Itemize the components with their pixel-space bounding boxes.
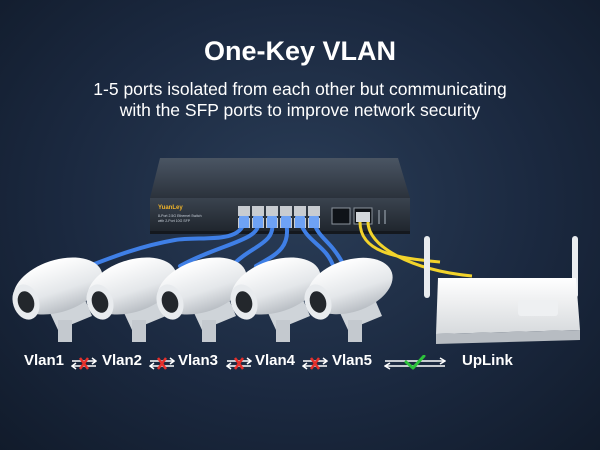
switch-model-line1: 8-Port 2.5G Ethernet Switch: [158, 214, 202, 218]
status-led: [378, 210, 380, 224]
uplink-router: [424, 236, 580, 344]
subtitle-line-1: 1-5 ports isolated from each other but c…: [93, 79, 507, 99]
security-camera-1: [12, 257, 103, 342]
sfp-ports: [331, 207, 373, 225]
red-x-icon: [149, 357, 175, 370]
red-x-icon: [226, 357, 252, 370]
network-switch: YuanLey 8-Port 2.5G Ethernet Switch with…: [150, 158, 410, 234]
vlan-legend-row: Vlan1 Vlan2 Vlan3 Vlan4: [0, 352, 600, 376]
uplink-label: UpLink: [462, 352, 513, 369]
vlan1-label: Vlan1: [24, 352, 65, 369]
security-camera-4: [230, 257, 321, 342]
green-check-icon: [384, 355, 446, 370]
security-camera-2: [86, 257, 177, 342]
switch-brand: YuanLey: [158, 205, 183, 211]
subtitle: 1-5 ports isolated from each other but c…: [0, 79, 600, 121]
security-camera-3: [156, 257, 247, 342]
security-camera-5: [304, 257, 393, 342]
vlan4-label: Vlan4: [255, 352, 296, 369]
red-x-icon: [71, 357, 97, 370]
switch-model-line2: with 2-Port 10G SFP: [158, 219, 191, 223]
page-title: One-Key VLAN: [203, 36, 397, 66]
red-x-icon: [302, 357, 328, 370]
cable-connectors: [239, 216, 319, 228]
vlan3-label: Vlan3: [178, 352, 219, 369]
vlan5-label: Vlan5: [332, 352, 373, 369]
vlan2-label: Vlan2: [102, 352, 143, 369]
subtitle-line-2: with the SFP ports to improve network se…: [119, 100, 481, 120]
